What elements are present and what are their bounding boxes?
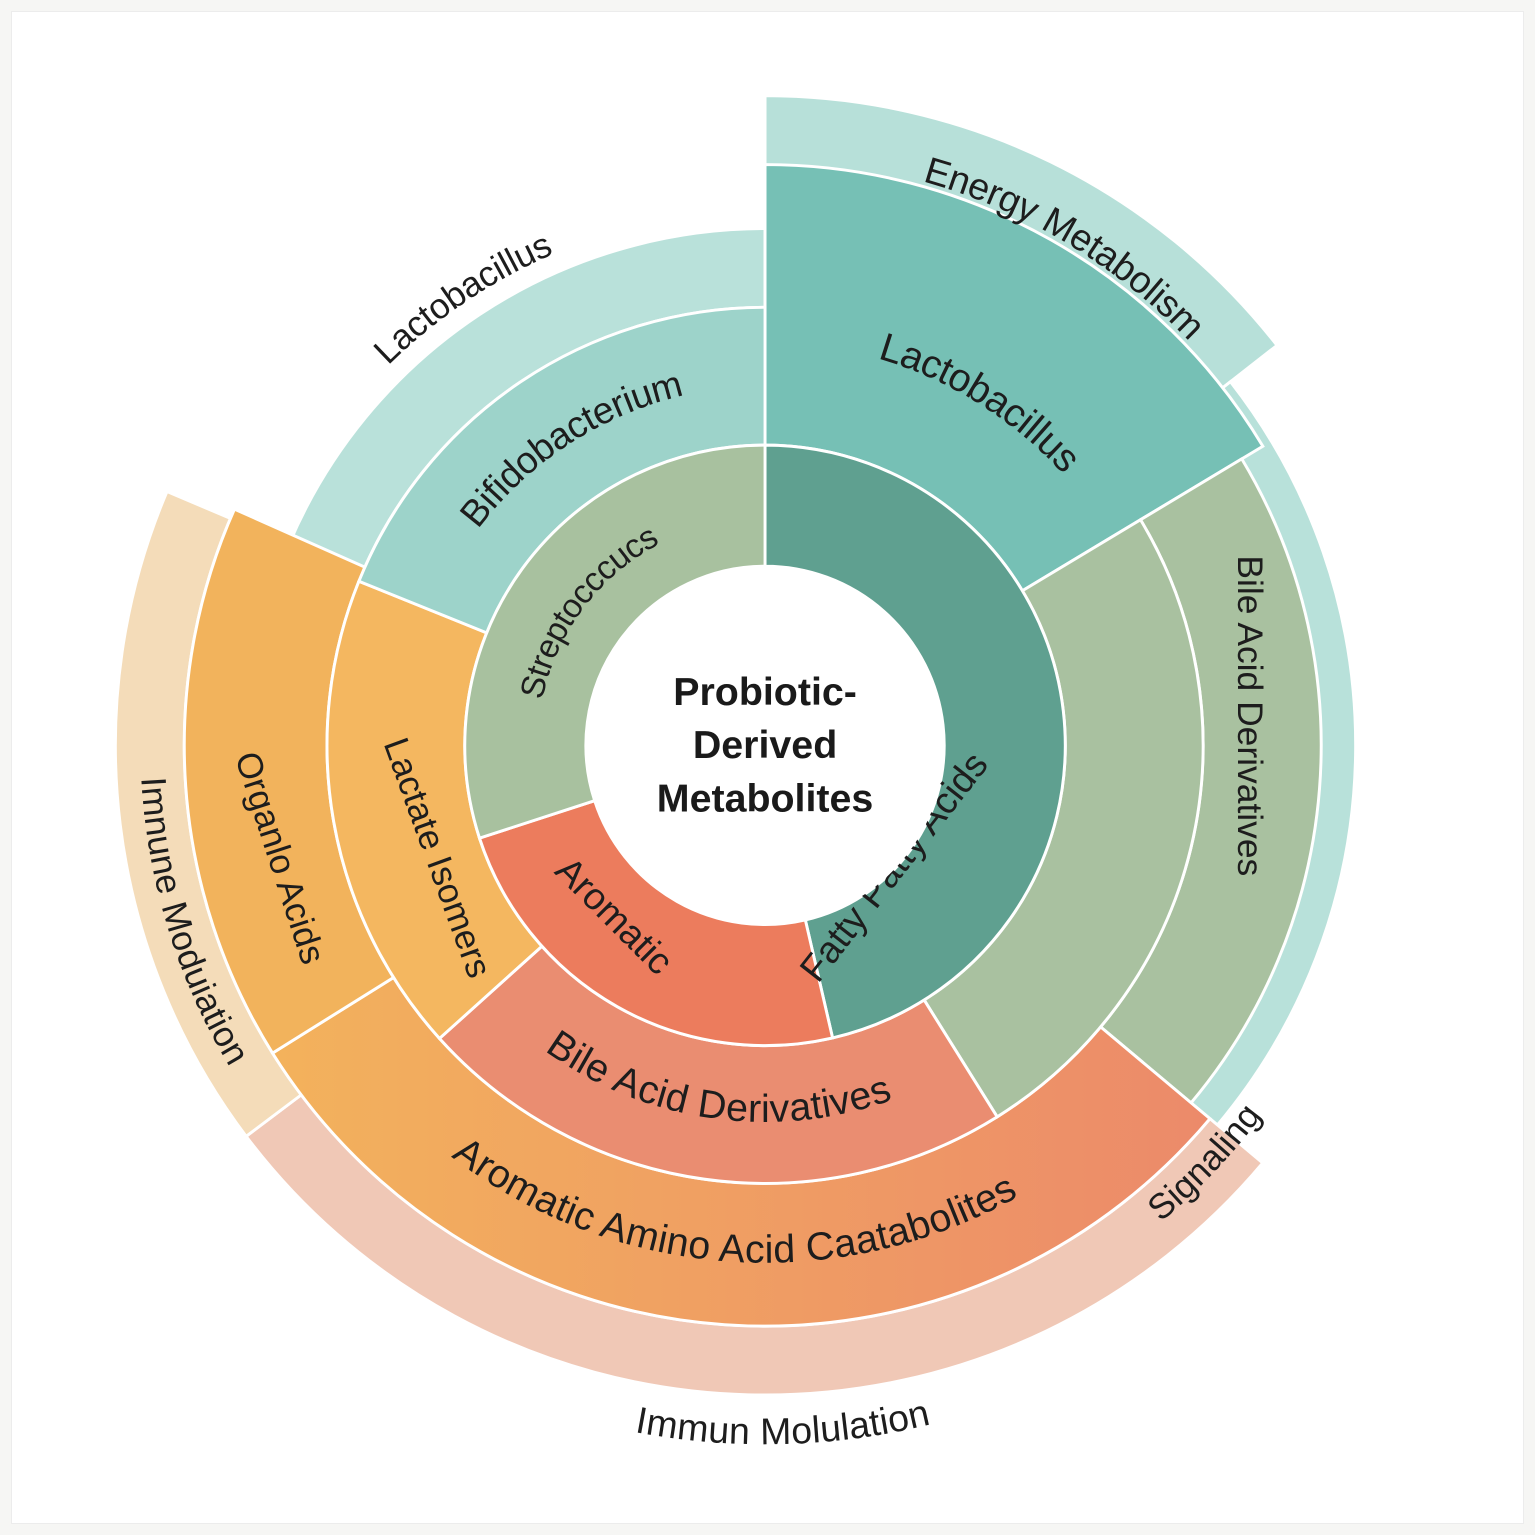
- center-title-line-1: Probiotic-: [673, 670, 857, 714]
- center-circle: [585, 566, 945, 925]
- label-immun-molulation: Immun Molulation: [633, 1391, 933, 1452]
- sunburst-diagram: Energy MetabolismLactobacillusLactobacil…: [113, 94, 1358, 1452]
- center-title-line-3: Metabolites: [657, 776, 874, 820]
- center-title-line-2: Derived: [693, 723, 837, 767]
- label-bile-acid-derivatives-right: Bile Acid Derivatives: [1230, 555, 1270, 876]
